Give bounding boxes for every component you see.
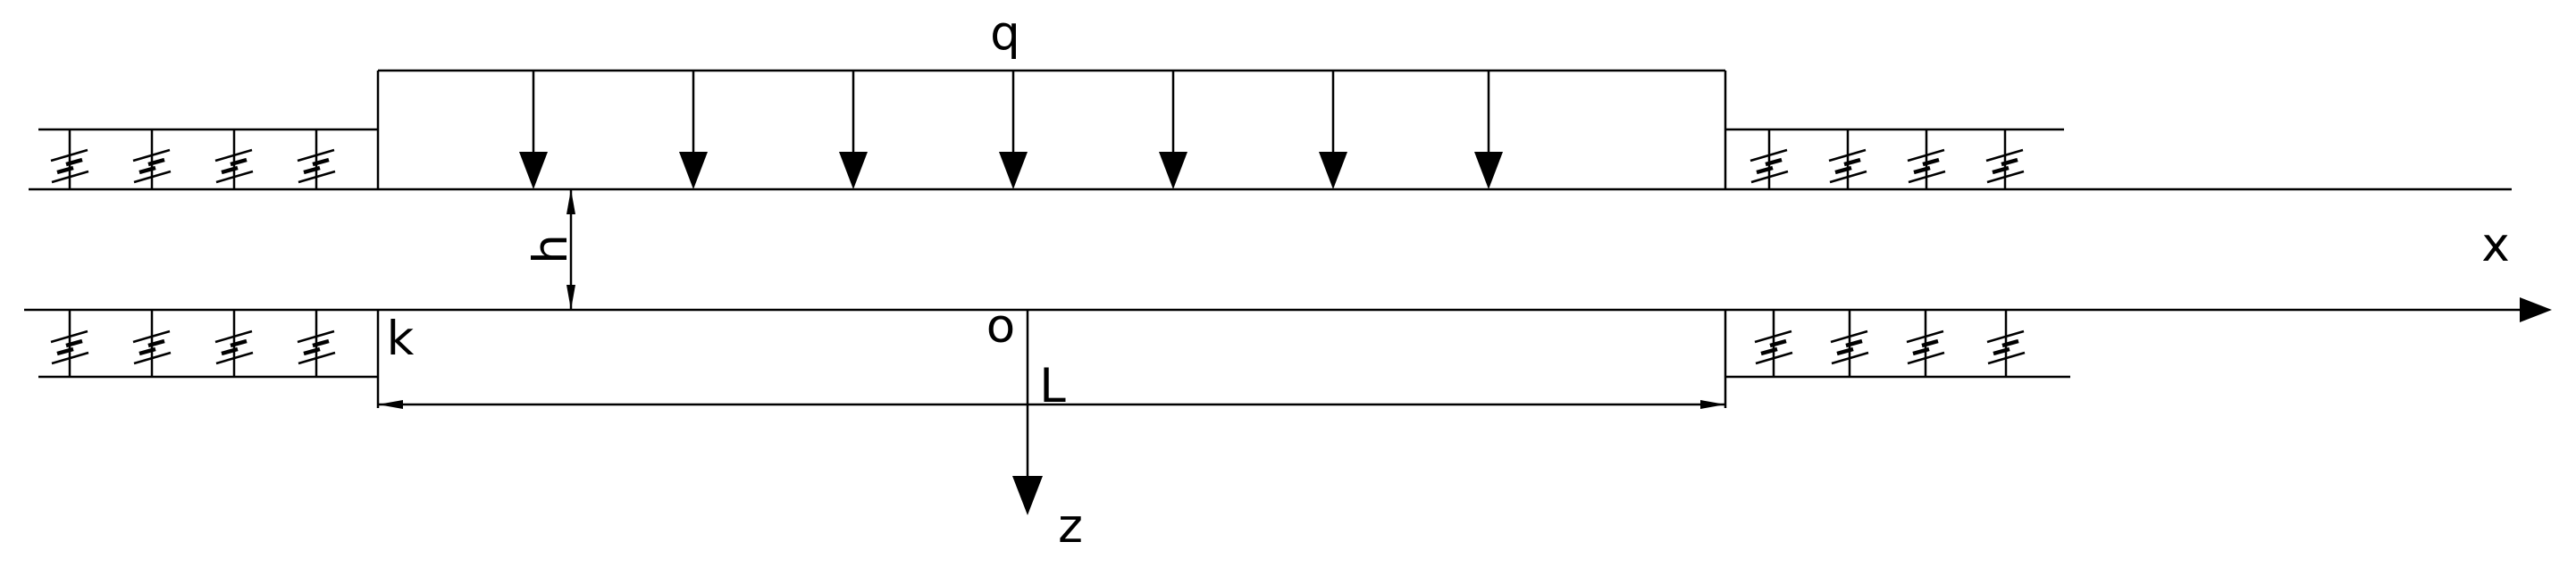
upper-right-soil-strip [1725,128,2064,189]
dimension-arrowhead-right-icon [1700,400,1725,409]
upper-left-soil-strip [38,128,378,189]
arrow-head [1474,152,1503,189]
subgrade-label: k [387,312,415,366]
arrow-head [519,152,548,189]
x-axis: x [24,218,2552,322]
load-arrow [1319,71,1347,189]
z-axis-label: z [1058,499,1083,554]
arrow-head [1319,152,1347,189]
z-axis-arrowhead-icon [1012,476,1043,515]
dimension-arrowhead-up-icon [566,189,575,214]
dimension-arrowhead-down-icon [566,285,575,310]
x-axis-label: x [2481,218,2509,272]
distributed-load-arrows [519,71,1503,189]
arrow-head [999,152,1028,189]
load-arrow [999,71,1028,189]
load-arrow [839,71,868,189]
dimension-arrowhead-left-icon [378,400,403,409]
load-block [376,69,1727,189]
load-arrow [519,71,548,189]
arrow-head [1159,152,1187,189]
depth-label: h [524,234,578,264]
load-arrow [1159,71,1187,189]
length-dimension: L [376,310,1727,413]
origin-label: o [986,299,1015,354]
length-label: L [1039,359,1066,413]
load-label: q [990,6,1020,61]
lower-right-soil-strip [1725,310,2070,379]
depth-dimension: h [524,189,578,310]
z-axis: z [1012,310,1083,554]
arrow-head [839,152,868,189]
lower-left-soil-strip [38,310,378,379]
x-axis-arrowhead-icon [2520,297,2552,322]
load-arrow [1474,71,1503,189]
arrow-head [679,152,708,189]
load-arrow [679,71,708,189]
